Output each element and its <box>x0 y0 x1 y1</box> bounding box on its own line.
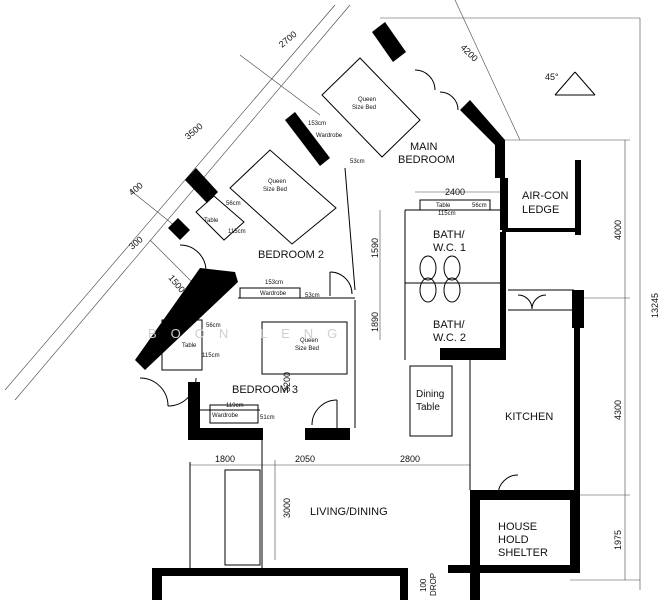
bed-main <box>321 57 421 158</box>
dim-3200: 3200 <box>282 372 292 392</box>
aircon-label-2: LEDGE <box>522 204 559 216</box>
watermark: BOON LENG <box>148 326 351 341</box>
bed-3 <box>261 321 348 375</box>
bed-2 <box>229 149 337 245</box>
dim-400: 400 <box>127 180 145 197</box>
furniture <box>161 57 491 437</box>
table-2 <box>195 195 245 241</box>
living-label: LIVING/DINING <box>310 506 388 518</box>
bed-main-label-1: Queen <box>358 97 376 103</box>
shelter-label-1: HOUSE <box>498 521 537 533</box>
room-labels: MAIN BEDROOM BEDROOM 2 BEDROOM 3 BATH/ W… <box>232 141 569 596</box>
wardrobe-main-label: Wardrobe <box>316 133 343 139</box>
wardrobe-main-width: 153cm <box>308 121 326 127</box>
bed2-label-2: Size Bed <box>263 187 287 193</box>
table3-length: 115cm <box>202 353 220 359</box>
kitchen-label: KITCHEN <box>505 411 553 423</box>
bed-main-label-2: Size Bed <box>352 105 376 111</box>
drop-label-1: 100 <box>419 578 428 592</box>
wardrobe3-label: Wardrobe <box>212 413 239 419</box>
table2-width: 56cm <box>226 201 241 207</box>
dim-3000: 3000 <box>282 498 292 518</box>
bath-table-length: 115cm <box>438 211 456 217</box>
dining-table-label-2: Table <box>416 402 440 413</box>
shelter-label-3: SHELTER <box>498 547 548 559</box>
wardrobe-main-depth: 53cm <box>350 159 365 165</box>
bedroom2-label: BEDROOM 2 <box>258 249 324 261</box>
table-3 <box>161 319 203 371</box>
dim-1890: 1890 <box>370 312 380 332</box>
dim-1800: 1800 <box>215 454 235 464</box>
dim-2400: 2400 <box>445 187 465 197</box>
wc2-fixture-b <box>443 277 461 303</box>
wardrobe2-depth: 53cm <box>305 293 320 299</box>
angle-label: 45° <box>545 72 559 82</box>
wardrobe3-depth: 51cm <box>260 415 275 421</box>
dim-4000: 4000 <box>613 220 623 240</box>
bed2-label-1: Queen <box>268 179 286 185</box>
furniture-labels: Queen Size Bed Queen Size Bed Queen Size… <box>182 97 487 421</box>
main-bedroom-label-1: MAIN <box>410 141 438 153</box>
bath2-label-2: W.C. 2 <box>433 332 466 344</box>
dim-4200: 4200 <box>459 42 480 63</box>
bath2-label-1: BATH/ <box>433 319 466 331</box>
dim-13245: 13245 <box>650 293 660 318</box>
bedroom3-label: BEDROOM 3 <box>232 384 298 396</box>
walls <box>135 22 584 600</box>
drop-label-2: DROP <box>429 573 438 596</box>
dim-2700: 2700 <box>277 29 299 50</box>
main-bedroom-label-2: BEDROOM <box>398 154 455 166</box>
bath-table-label: Table <box>436 203 451 209</box>
bath1-label-1: BATH/ <box>433 229 466 241</box>
dining-table-label-1: Dining <box>416 389 444 400</box>
bath1-label-2: W.C. 1 <box>433 242 466 254</box>
bath-table <box>419 199 491 211</box>
wardrobe3-width: 119cm <box>226 403 244 409</box>
bath-table-width: 56cm <box>472 203 487 209</box>
wc2-fixture <box>419 277 437 303</box>
dining-table <box>409 365 453 437</box>
aircon-label-1: AIR-CON <box>522 190 569 202</box>
shelter-label-2: HOLD <box>498 534 529 546</box>
wc1-fixture-b <box>443 255 461 281</box>
dim-2800: 2800 <box>400 454 420 464</box>
wardrobe2-width: 153cm <box>265 280 283 286</box>
wardrobe2-label: Wardrobe <box>260 291 287 297</box>
dim-1975: 1975 <box>613 530 623 550</box>
dim-4300: 4300 <box>613 400 623 420</box>
bed3-label-2: Size Bed <box>295 346 319 352</box>
table3-label: Table <box>182 343 197 349</box>
dim-1590: 1590 <box>370 238 380 258</box>
dim-2050: 2050 <box>295 454 315 464</box>
wc1-fixture <box>419 255 437 281</box>
bed3-label-1: Queen <box>300 338 318 344</box>
table3-width: 56cm <box>206 323 221 329</box>
table2-label: Table <box>204 218 219 224</box>
construction-lines <box>4 0 641 590</box>
dim-3500: 3500 <box>183 121 205 142</box>
dim-300: 300 <box>127 234 145 251</box>
table2-length: 115cm <box>228 229 246 235</box>
angle-marker: 45° <box>545 71 596 96</box>
